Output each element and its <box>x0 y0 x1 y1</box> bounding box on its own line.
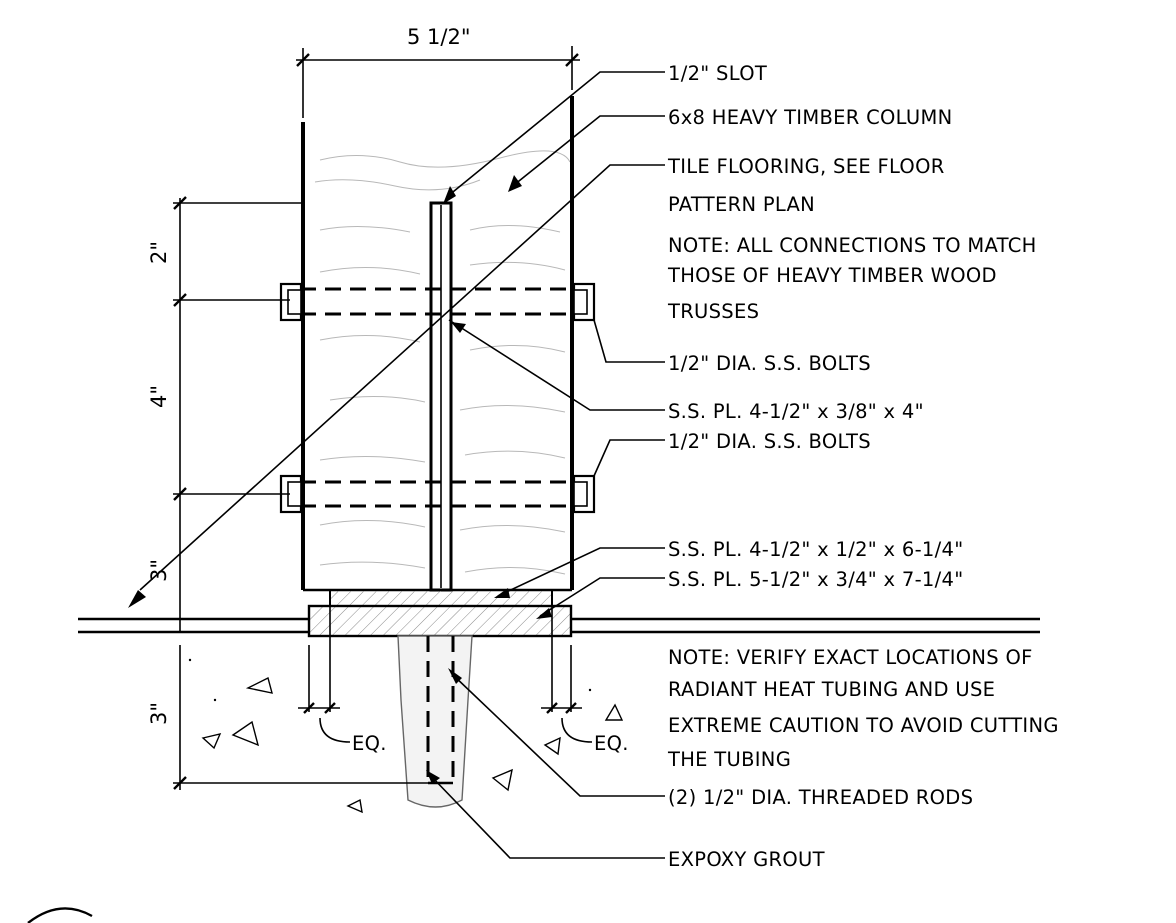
upper-base-plate <box>329 589 553 607</box>
upper-bolt <box>279 282 596 322</box>
slot-note: 1/2" SLOT <box>668 62 767 85</box>
wood-grain <box>314 150 571 575</box>
column-note: 6x8 HEAVY TIMBER COLUMN <box>668 106 952 129</box>
connections-note-line3: TRUSSES <box>667 300 759 323</box>
dimension-2in-label: 2" <box>147 241 171 264</box>
dimension-3in-lower-label: 3" <box>147 702 171 725</box>
tile-note-line2: PATTERN PLAN <box>668 193 815 216</box>
dimension-3in-upper-label: 3" <box>147 559 171 582</box>
upper-base-plate-note: S.S. PL. 4-1/2" x 1/2" x 6-1/4" <box>668 538 964 561</box>
dimension-lines <box>173 46 582 790</box>
lower-base-plate-note: S.S. PL. 5-1/2" x 3/4" x 7-1/4" <box>668 568 964 591</box>
lower-base-plate <box>307 604 573 638</box>
verify-note-line2: RADIANT HEAT TUBING AND USE <box>668 678 995 701</box>
epoxy-grout-note: EXPOXY GROUT <box>668 848 825 871</box>
vertical-plate-note: S.S. PL. 4-1/2" x 3/8" x 4" <box>668 400 924 423</box>
vertical-steel-plate <box>429 201 453 592</box>
leader-lines <box>128 71 665 859</box>
width-dimension-label: 5 1/2" <box>407 25 471 49</box>
threaded-rods-note: (2) 1/2" DIA. THREADED RODS <box>668 786 973 809</box>
detail-bubble-arc <box>27 907 93 923</box>
verify-note-line4: THE TUBING <box>667 748 791 771</box>
upper-bolts-note: 1/2" DIA. S.S. BOLTS <box>668 352 871 375</box>
lower-bolt <box>279 474 596 514</box>
eq-left-label: EQ. <box>352 732 387 755</box>
connections-note-line1: NOTE: ALL CONNECTIONS TO MATCH <box>668 234 1037 257</box>
tile-note-line1: TILE FLOORING, SEE FLOOR <box>667 155 945 178</box>
connections-note-line2: THOSE OF HEAVY TIMBER WOOD <box>667 264 997 287</box>
eq-right-label: EQ. <box>594 732 629 755</box>
lower-bolts-note: 1/2" DIA. S.S. BOLTS <box>668 430 871 453</box>
concrete-slab <box>188 658 624 814</box>
dimension-4in-label: 4" <box>147 385 171 408</box>
verify-note-line1: NOTE: VERIFY EXACT LOCATIONS OF <box>668 646 1033 669</box>
verify-note-line3: EXTREME CAUTION TO AVOID CUTTING <box>668 714 1059 737</box>
